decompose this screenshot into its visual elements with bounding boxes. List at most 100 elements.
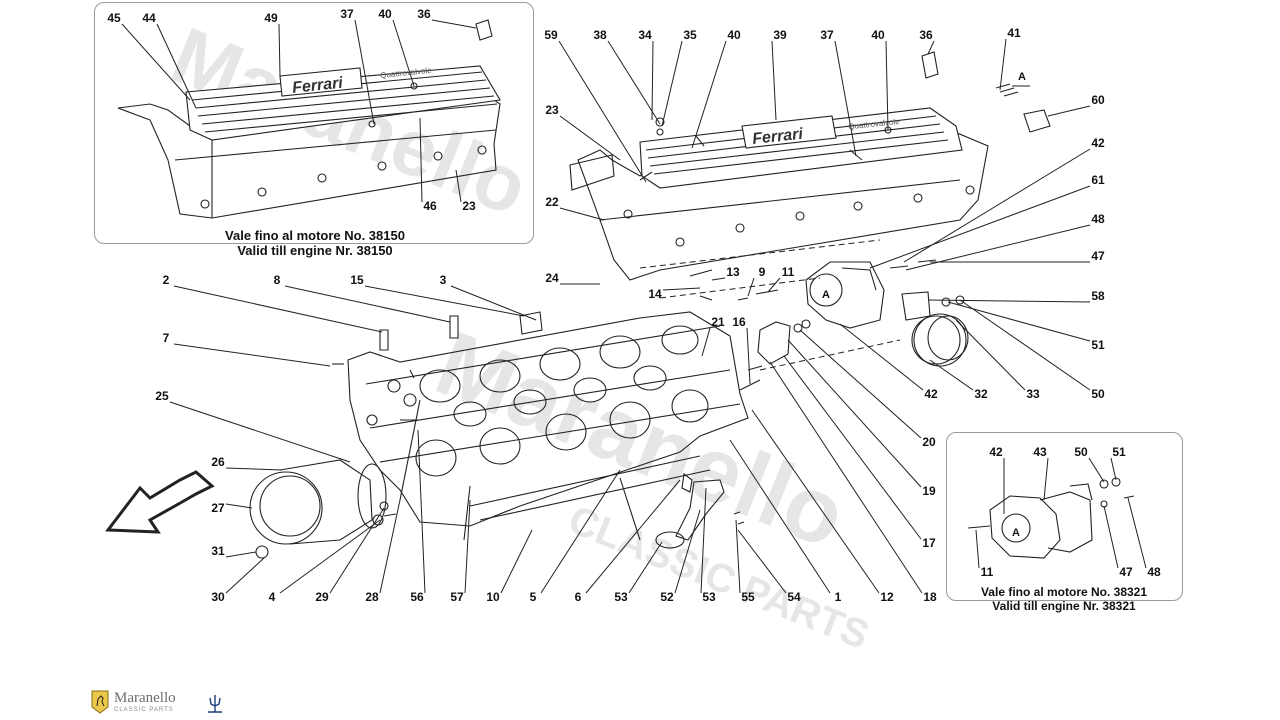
- housing-drawing: [757, 259, 969, 367]
- callout-11b: 11: [981, 565, 994, 579]
- inset-top-caption-en: Valid till engine Nr. 38150: [237, 243, 393, 258]
- leader-line-12: [751, 409, 880, 594]
- leader-line-27: [225, 503, 253, 509]
- inset-bottom-drawing: [967, 477, 1135, 559]
- callout-53b: 53: [702, 590, 716, 604]
- callout-1: 1: [835, 590, 842, 604]
- prancing-horse-icon: [91, 690, 109, 714]
- leader-line-10: [500, 529, 533, 594]
- leader-line-57: [464, 499, 471, 594]
- flange-drawing: [249, 459, 397, 559]
- cylinder-head-drawing: [332, 269, 779, 549]
- callout-48a: 48: [1091, 212, 1105, 226]
- callout-17: 17: [922, 536, 936, 550]
- leader-line-19: [787, 339, 922, 488]
- leader-line-15: [364, 285, 525, 317]
- leader-line-35: [661, 40, 683, 127]
- callout-25: 25: [155, 389, 169, 403]
- callout-53a: 53: [614, 590, 628, 604]
- leader-line-7: [173, 343, 331, 367]
- leader-line-37b: [834, 40, 857, 157]
- leader-line-37a: [354, 19, 375, 125]
- leader-line-54: [737, 529, 787, 594]
- leader-line-49: [278, 23, 281, 77]
- callout-28: 28: [365, 590, 379, 604]
- leader-line-51b: [1110, 457, 1117, 481]
- leader-line-6: [585, 479, 681, 594]
- inset-top-cover-drawing: [117, 19, 501, 219]
- leader-line-26: [225, 467, 283, 471]
- callout-2: 2: [163, 273, 170, 287]
- leader-line-16: [746, 327, 751, 385]
- callout-10: 10: [486, 590, 500, 604]
- leader-line-43: [1043, 457, 1049, 501]
- callout-5: 5: [530, 590, 537, 604]
- leader-line-50a: [959, 299, 1091, 391]
- leader-line-28: [379, 499, 401, 594]
- leader-line-33: [955, 319, 1026, 391]
- leader-line-23a: [455, 169, 462, 203]
- callout-16: 16: [732, 315, 746, 329]
- leader-line-30: [225, 557, 265, 594]
- leader-line-36b: [927, 40, 935, 55]
- leader-line-17: [783, 355, 922, 540]
- callout-54: 54: [787, 590, 801, 604]
- inset-top-caption: Vale fino al motore No. 38150 Valid till…: [170, 228, 460, 258]
- callout-18: 18: [923, 590, 937, 604]
- callout-8: 8: [274, 273, 281, 287]
- callout-56: 56: [410, 590, 424, 604]
- callout-43: 43: [1033, 445, 1047, 459]
- callout-23a: 23: [462, 199, 476, 213]
- leader-line-58: [927, 299, 1091, 303]
- leader-line-41: [999, 38, 1007, 91]
- leader-line-60: [1047, 105, 1091, 117]
- callout-41: 41: [1007, 26, 1021, 40]
- leader-line-23b: [559, 115, 621, 161]
- inset-bottom-caption-en: Valid till engine Nr. 38321: [992, 599, 1136, 613]
- callout-50b: 50: [1074, 445, 1088, 459]
- leader-line-46: [419, 117, 423, 203]
- marker-a-upper: A: [1018, 71, 1026, 83]
- callout-12: 12: [880, 590, 894, 604]
- callout-47b: 47: [1119, 565, 1133, 579]
- callout-29: 29: [315, 590, 329, 604]
- callout-46: 46: [423, 199, 437, 213]
- callout-52: 52: [660, 590, 674, 604]
- callout-23b: 23: [545, 103, 559, 117]
- valve-cover-ferrari-text: Ferrari: [751, 126, 804, 148]
- callout-35: 35: [683, 28, 697, 42]
- leader-line-18: [769, 361, 923, 594]
- leader-line-40b: [691, 40, 727, 149]
- callout-36b: 36: [919, 28, 933, 42]
- callout-32: 32: [974, 387, 988, 401]
- marker-a-inset: A: [1012, 527, 1020, 539]
- callout-4: 4: [269, 590, 276, 604]
- maranello-logo: Maranello CLASSIC PARTS: [88, 688, 228, 718]
- leader-line-21: [701, 327, 711, 357]
- leader-line-59: [558, 40, 647, 183]
- callout-33: 33: [1026, 387, 1040, 401]
- callout-36a: 36: [417, 7, 431, 21]
- leader-line-32: [929, 359, 974, 391]
- callout-58: 58: [1091, 289, 1105, 303]
- leader-line-56: [417, 429, 426, 594]
- leader-line-31: [225, 551, 257, 558]
- callout-47a: 47: [1091, 249, 1105, 263]
- logo-sub: CLASSIC PARTS: [114, 707, 174, 713]
- callout-44: 44: [142, 11, 156, 25]
- direction-arrow: [105, 470, 215, 534]
- logo-brand: Maranello: [114, 690, 176, 706]
- trident-icon: [208, 695, 222, 713]
- leader-line-55: [735, 519, 741, 594]
- callout-7: 7: [163, 331, 170, 345]
- leader-line-48b: [1127, 497, 1147, 569]
- callout-14: 14: [648, 287, 662, 301]
- leader-line-36a: [431, 19, 477, 29]
- leader-line-4: [279, 519, 381, 594]
- leader-line-29: [329, 507, 385, 594]
- leader-line-42b: [839, 323, 924, 391]
- leader-line-8: [284, 285, 451, 323]
- callout-57: 57: [450, 590, 464, 604]
